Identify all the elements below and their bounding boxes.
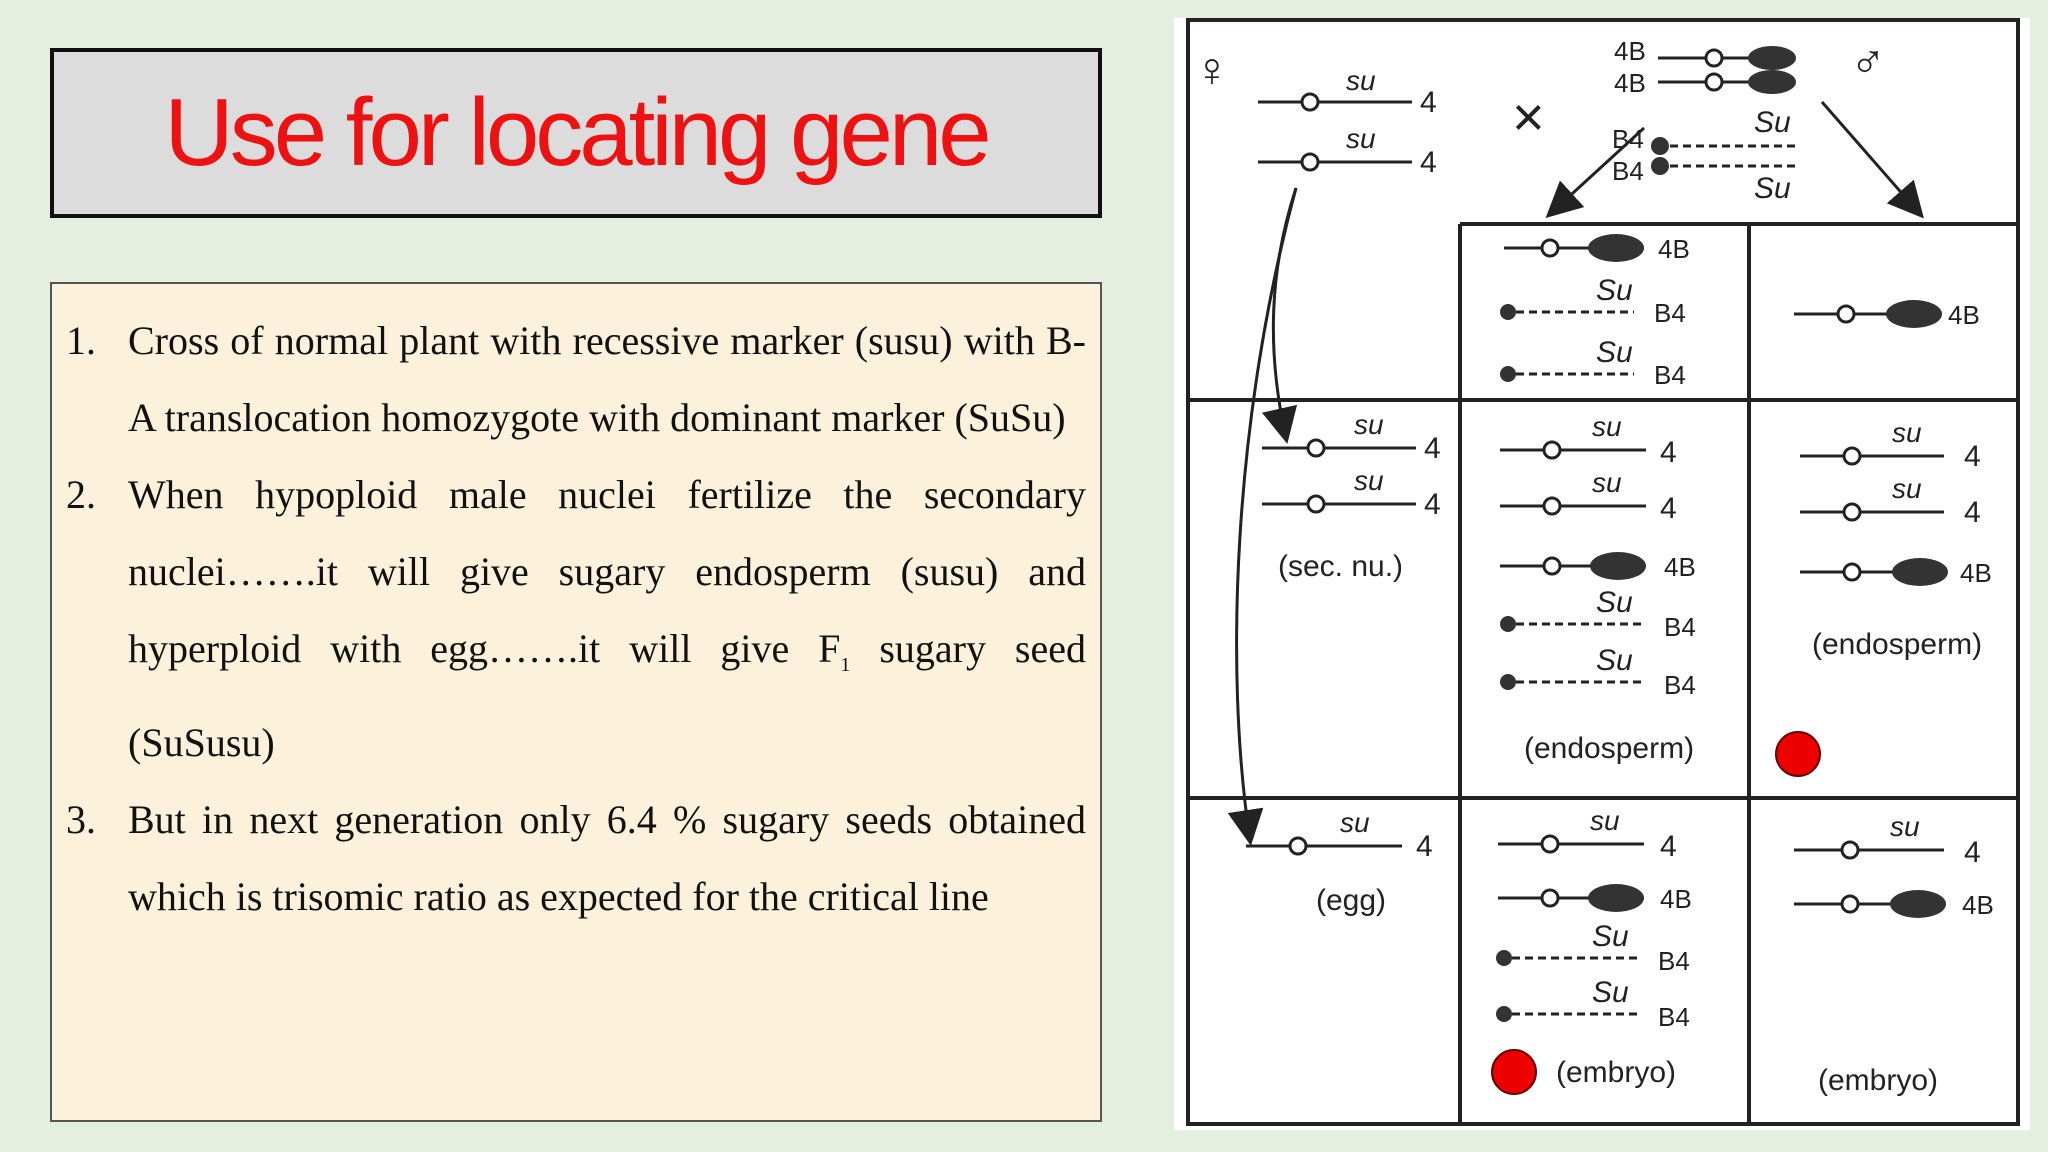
gene-label: su [1892,417,1922,448]
gene-label: Su [1754,106,1791,139]
point-2: 2. When hypoploid male nuclei fertilize … [66,456,1086,781]
point-3: 3. But in next generation only 6.4 % sug… [66,781,1086,935]
point-number: 2. [66,472,96,517]
female-chromosome-1: su 4 [1258,65,1437,119]
chromosome-label: 4 [1964,836,1981,869]
chromosome-label: 4 [1420,86,1437,119]
gene-label: Su [1754,172,1791,205]
chromosome-label: B4 [1658,1002,1690,1032]
cell-r3-c3: su 4 4B (embryo) [1794,811,1994,1097]
cell-r2-c1: su 4 su 4 (sec. nu.) [1262,409,1441,583]
cell-r1-c3: 4B [1794,300,1980,330]
highlight-dot [1775,731,1821,777]
male-chromosome-B4-1: B4 Su [1612,106,1798,155]
sec-nu-label: (sec. nu.) [1278,550,1403,583]
chromosome-label: B4 [1664,670,1696,700]
male-chromosome-B4-2: B4 Su [1612,156,1798,205]
endosperm-label: (endosperm) [1524,732,1694,765]
gene-label: su [1592,411,1622,442]
diagram-grid [1186,18,2020,1126]
chromosome-label: 4 [1416,830,1433,863]
chromosome-label: 4B [1960,558,1992,588]
points-box: 1. Cross of normal plant with recessive … [50,282,1102,1122]
cell-r2-c2: su 4 su 4 4B Su B4 Su B4 (endosperm) [1500,411,1696,765]
chromosome-label: 4 [1964,496,1981,529]
chromosome-label: 4B [1664,552,1696,582]
gene-label: su [1346,65,1376,96]
chromosome-label: 4 [1420,146,1437,179]
chromosome-B4: Su B4 [1500,274,1686,328]
diagram-svg: ♀ ♂ × su 4 su 4 4B 4B B [1186,18,2020,1126]
chromosome-label: B4 [1612,156,1644,186]
female-chromosome-2: su 4 [1258,123,1437,179]
chromosome-label: 4 [1660,436,1677,469]
gene-label: su [1892,473,1922,504]
chromosome-label: B4 [1664,612,1696,642]
point-text: But in next generation only 6.4 % sugary… [128,797,1086,919]
point-text: Cross of normal plant with recessive mar… [128,318,1086,440]
chromosome-label: 4 [1964,440,1981,473]
chromosome-label: B4 [1654,298,1686,328]
male-chromosome-4B-1: 4B [1614,36,1796,70]
gene-label: su [1340,807,1370,838]
chromosome-B4: Su B4 [1500,336,1686,390]
point-text-cont: sugary seed (SuSusu) [128,626,1087,765]
chromosome-label: B4 [1612,124,1644,154]
gene-label: su [1590,805,1620,836]
endosperm-label: (endosperm) [1812,628,1982,661]
gene-label: su [1354,465,1384,496]
chromosome-label: 4B [1660,884,1692,914]
chromosome-label: 4B [1614,36,1646,66]
cell-r1-c2: 4B Su B4 Su B4 [1500,234,1690,390]
gene-label: su [1890,811,1920,842]
cell-r3-c2: su 4 4B Su B4 Su B4 (embryo) [1491,805,1692,1095]
point-text: When hypoploid male nuclei fertilize the… [128,472,1086,671]
chromosome-label: 4 [1660,830,1677,863]
point-number: 1. [66,318,96,363]
gene-label: Su [1592,920,1629,953]
chromosome-label: 4B [1614,68,1646,98]
embryo-label: (embryo) [1556,1056,1676,1089]
chromosome-label: 4B [1948,300,1980,330]
highlight-dot [1491,1049,1537,1095]
point-number: 3. [66,797,96,842]
subscript: 1 [840,654,851,676]
cross-symbol: × [1512,85,1545,148]
cross-arrows [1227,101,1924,846]
chromosome-label: 4 [1424,488,1441,521]
gene-label: su [1592,467,1622,498]
gene-label: su [1346,123,1376,154]
embryo-label: (embryo) [1818,1064,1938,1097]
egg-label: (egg) [1316,884,1386,917]
gene-label: su [1354,409,1384,440]
points-list: 1. Cross of normal plant with recessive … [66,302,1086,935]
chromosome-4B: 4B [1504,234,1690,264]
cell-r3-c1: su 4 (egg) [1246,807,1433,917]
chromosome-label: 4B [1962,890,1994,920]
chromosome-label: B4 [1658,946,1690,976]
chromosome-label: 4 [1424,432,1441,465]
title-box: Use for locating gene [50,48,1102,218]
female-icon: ♀ [1194,44,1230,97]
gene-label: Su [1596,274,1633,307]
gene-label: Su [1592,976,1629,1009]
page-title: Use for locating gene [164,79,991,186]
male-chromosome-4B-2: 4B [1614,68,1796,98]
male-icon: ♂ [1850,36,1886,89]
point-1: 1. Cross of normal plant with recessive … [66,302,1086,456]
gene-label: Su [1596,644,1633,677]
gene-label: Su [1596,336,1633,369]
cross-diagram: ♀ ♂ × su 4 su 4 4B 4B B [1174,18,2030,1130]
chromosome-label: 4 [1660,492,1677,525]
gene-label: Su [1596,586,1633,619]
chromosome-label: B4 [1654,360,1686,390]
cell-r2-c3: su 4 su 4 4B (endosperm) [1775,417,1992,777]
chromosome-label: 4B [1658,234,1690,264]
